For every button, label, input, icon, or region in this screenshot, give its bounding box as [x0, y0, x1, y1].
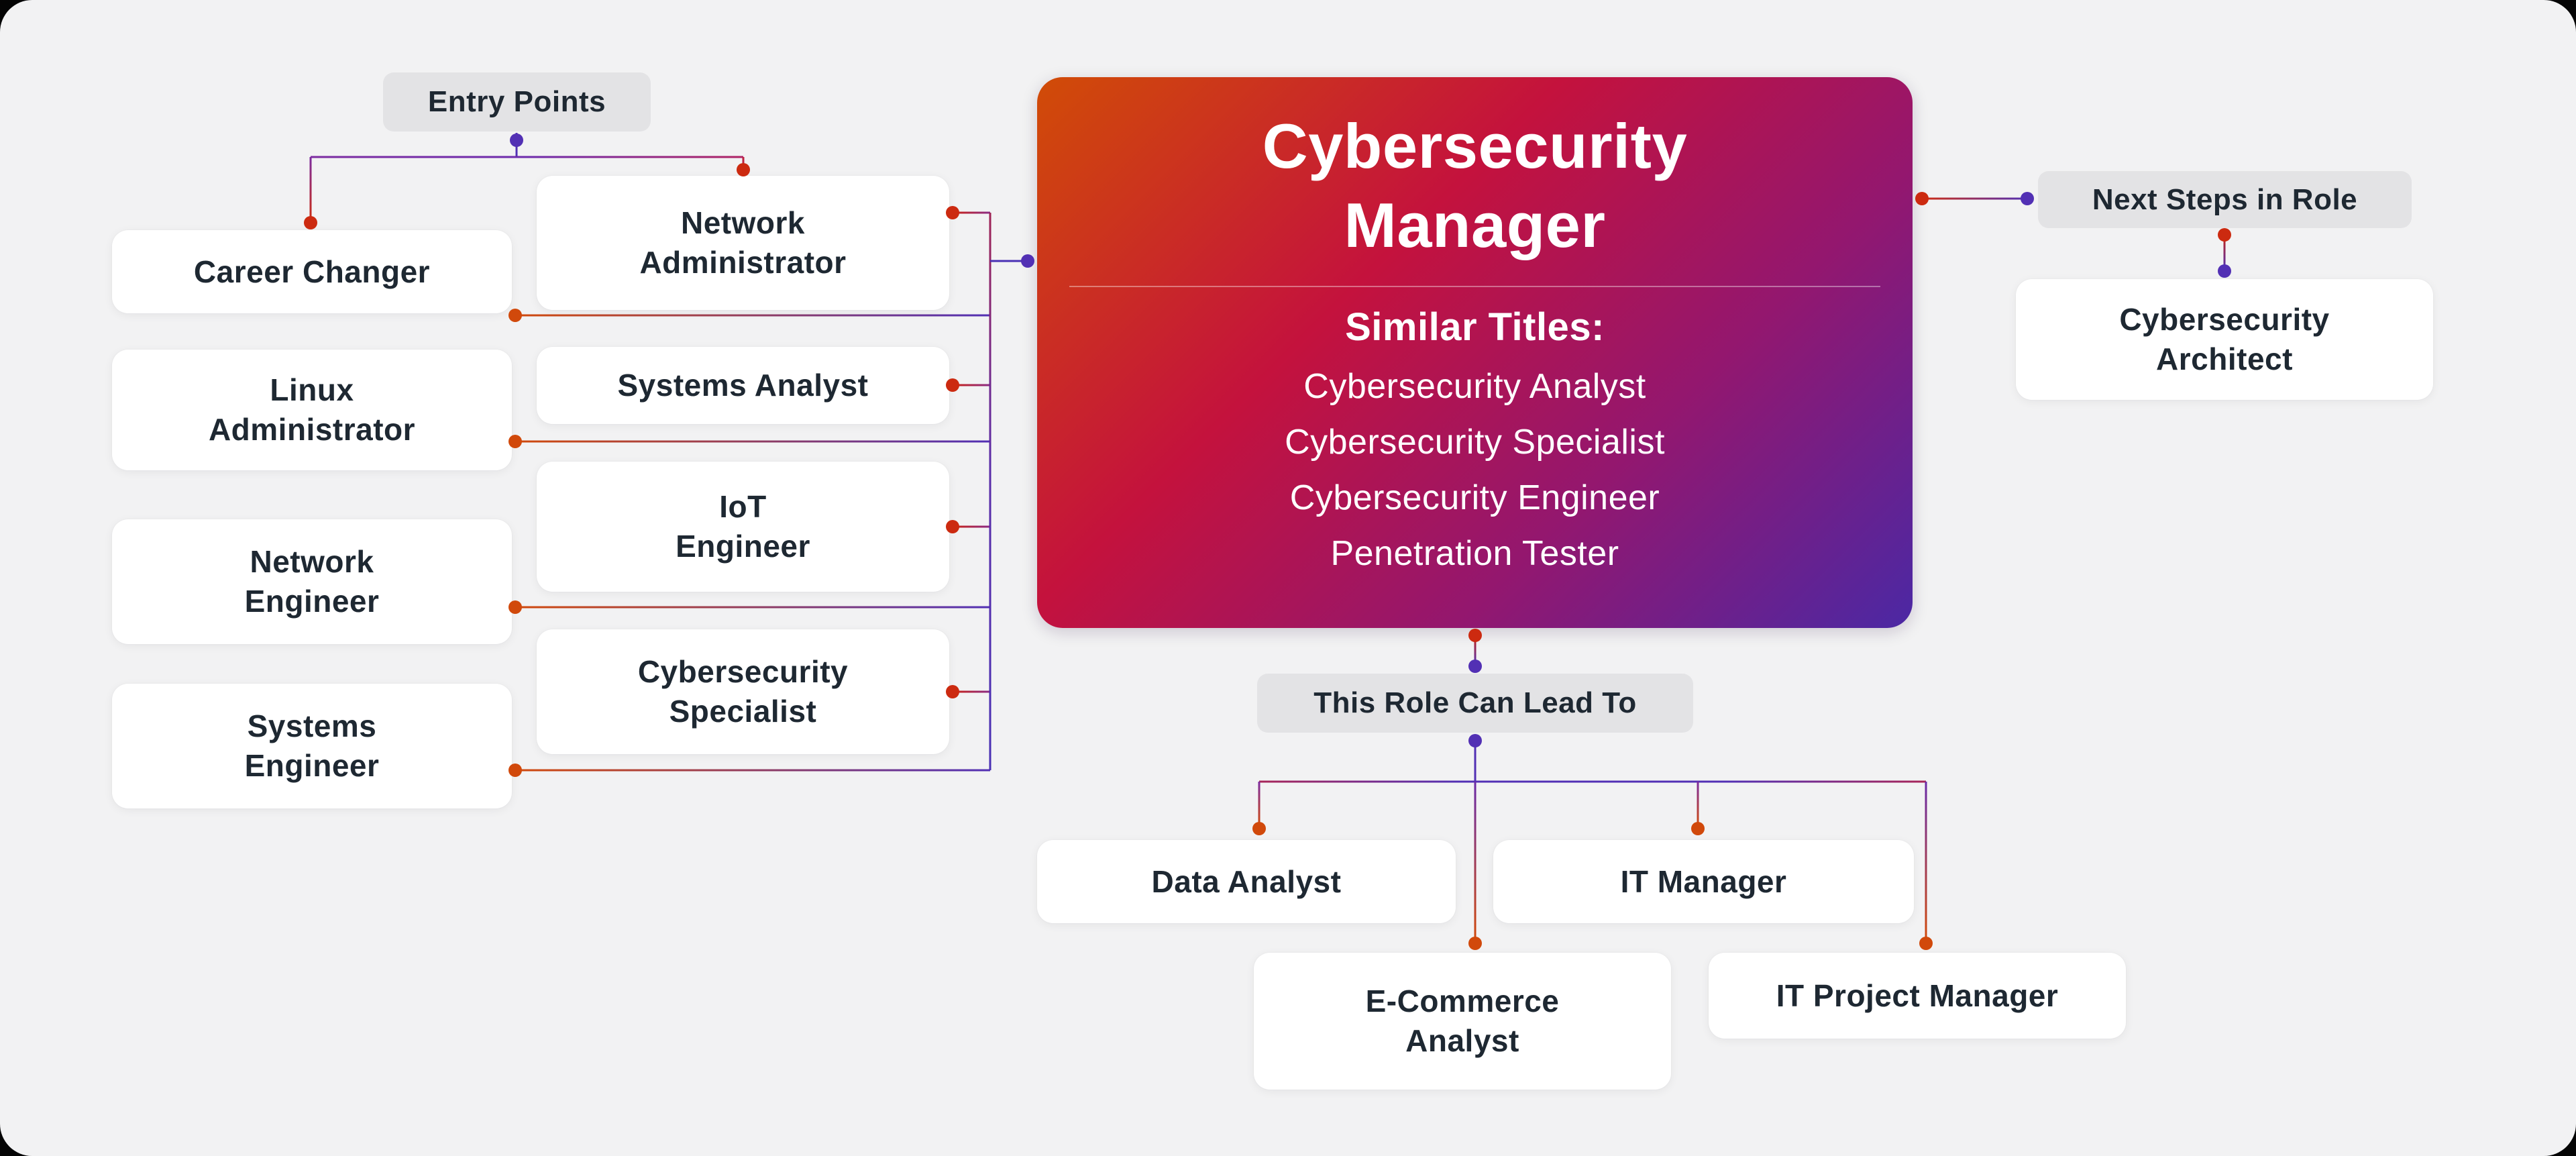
- connector-dot: [1468, 937, 1482, 950]
- node-iot-engineer: IoT Engineer: [537, 462, 949, 592]
- lead-to-connector: [1468, 629, 1482, 673]
- node-label: Cybersecurity Specialist: [637, 654, 849, 729]
- architect-connector: [2218, 228, 2231, 278]
- center-divider: [1069, 285, 1880, 287]
- next-steps-connector: [1915, 192, 2034, 205]
- node-it-manager: IT Manager: [1493, 840, 1914, 923]
- connector-dot: [1919, 937, 1933, 950]
- node-cybersecurity-architect: Cybersecurity Architect: [2016, 279, 2433, 400]
- center-role-card: Cybersecurity Manager Similar Titles: Cy…: [1037, 77, 1913, 628]
- node-label: Cybersecurity Architect: [2119, 302, 2330, 376]
- connector-dot: [2218, 228, 2231, 242]
- similar-title-item: Cybersecurity Specialist: [1285, 422, 1665, 462]
- node-label: IT Project Manager: [1776, 978, 2059, 1013]
- next-steps-tag-label: Next Steps in Role: [2092, 182, 2358, 216]
- connector-dot: [1468, 660, 1482, 673]
- node-network-engineer: Network Engineer: [112, 519, 512, 644]
- entry-points-tag: Entry Points: [383, 72, 651, 132]
- similar-title-item: Cybersecurity Engineer: [1289, 478, 1660, 517]
- similar-titles-list: Cybersecurity Analyst Cybersecurity Spec…: [1285, 359, 1665, 582]
- connector-dot: [1691, 822, 1705, 835]
- center-role-title: Cybersecurity Manager: [1262, 111, 1688, 261]
- node-label: Network Administrator: [639, 205, 847, 280]
- connector-dot: [2218, 264, 2231, 278]
- bus-and-center-link: [989, 213, 1034, 770]
- node-label: Systems Engineer: [244, 708, 380, 783]
- similar-titles-heading: Similar Titles:: [1345, 305, 1605, 349]
- entry-points-tag-label: Entry Points: [427, 85, 606, 118]
- connector-dot: [1252, 822, 1266, 835]
- similar-title-item: Cybersecurity Analyst: [1303, 366, 1646, 406]
- node-label: Linux Administrator: [208, 372, 416, 447]
- connector-dot: [2021, 192, 2034, 205]
- connector-dot: [508, 309, 522, 322]
- connector-dot: [1468, 629, 1482, 642]
- node-label: IoT Engineer: [676, 489, 810, 564]
- node-label: Career Changer: [193, 254, 431, 289]
- lead-to-tag: This Role Can Lead To: [1257, 674, 1693, 733]
- node-label: Data Analyst: [1151, 863, 1342, 899]
- node-linux-administrator: Linux Administrator: [112, 350, 512, 470]
- similar-title-item: Penetration Tester: [1330, 533, 1619, 573]
- connector-dot: [737, 163, 750, 176]
- node-label: E-Commerce Analyst: [1365, 984, 1560, 1058]
- node-data-analyst: Data Analyst: [1037, 840, 1456, 923]
- connector-dot: [1468, 734, 1482, 747]
- node-label: Systems Analyst: [617, 368, 869, 403]
- node-career-changer: Career Changer: [112, 230, 512, 313]
- node-label: Network Engineer: [244, 544, 380, 619]
- node-ecommerce-analyst: E-Commerce Analyst: [1254, 953, 1671, 1090]
- connector-dot: [1915, 192, 1929, 205]
- connector-dot: [304, 216, 317, 229]
- node-it-project-manager: IT Project Manager: [1709, 953, 2126, 1039]
- node-systems-engineer: Systems Engineer: [112, 684, 512, 808]
- node-cybersecurity-specialist: Cybersecurity Specialist: [537, 629, 949, 754]
- lead-to-tag-label: This Role Can Lead To: [1313, 686, 1637, 719]
- next-steps-tag: Next Steps in Role: [2038, 171, 2412, 228]
- node-systems-analyst: Systems Analyst: [537, 347, 949, 424]
- right-column-connectors: [946, 206, 990, 698]
- connector-dot: [510, 134, 523, 147]
- node-network-administrator: Network Administrator: [537, 176, 949, 310]
- connector-dot: [1021, 254, 1034, 268]
- node-label: IT Manager: [1620, 863, 1787, 899]
